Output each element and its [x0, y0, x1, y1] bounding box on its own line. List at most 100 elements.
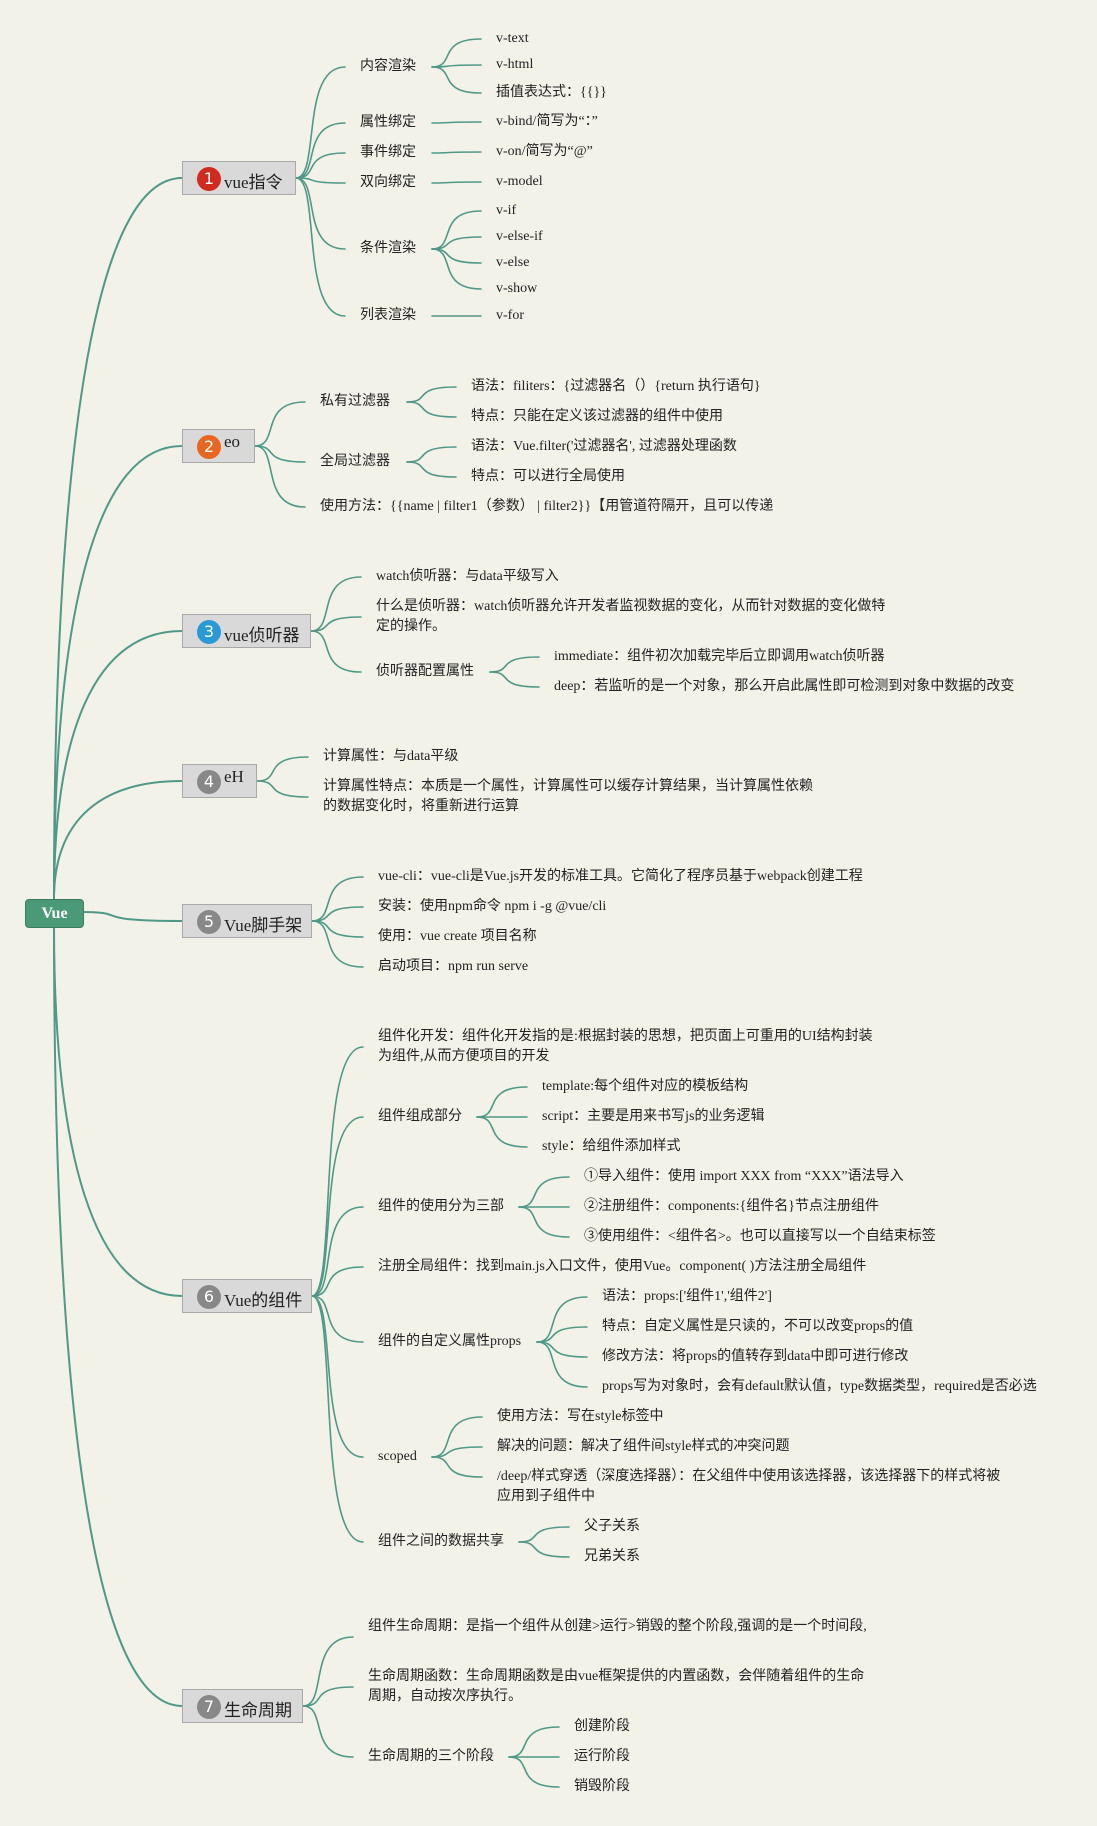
leaf-v-for[interactable]: v-for — [496, 308, 524, 323]
topic-conditional-rendering[interactable]: 条件渲染 — [360, 241, 416, 256]
leaf-v-show[interactable]: v-show — [496, 281, 538, 296]
topic-component-dev[interactable]: 组件化开发：组件化开发指的是:根据封装的思想，把页面上可重用的UI结构封装为组件… — [378, 1029, 873, 1064]
leaf-props-modify[interactable]: 修改方法：将props的值转存到data中即可进行修改 — [602, 1349, 909, 1364]
topic-serve[interactable]: 启动项目：npm run serve — [378, 959, 529, 974]
topic-global-component[interactable]: 注册全局组件：找到main.js入口文件，使用Vue。component( )方… — [378, 1259, 867, 1274]
topic-two-way-binding[interactable]: 双向绑定 — [360, 175, 416, 190]
branch-node-vue-directives[interactable]: 1 vue指令 — [182, 161, 296, 195]
leaf-v-on[interactable]: v-on/简写为“@” — [496, 144, 593, 159]
leaf-destroy-stage[interactable]: 销毁阶段 — [574, 1779, 630, 1794]
number-badge-5: 5 — [197, 910, 221, 934]
leaf-deep[interactable]: deep：若监听的是一个对象，那么开启此属性即可检测到对象中数据的改变 — [554, 679, 1015, 694]
edge-b7-1 — [302, 1686, 354, 1707]
edge-b1-3 — [295, 177, 346, 184]
leaf-v-model[interactable]: v-model — [496, 174, 543, 189]
branch-node-lifecycle[interactable]: 7 生命周期 — [182, 1689, 303, 1723]
leaf-script[interactable]: script：主要是用来书写js的业务逻辑 — [542, 1109, 765, 1124]
edge-b6-share-0 — [518, 1526, 570, 1543]
topic-event-binding[interactable]: 事件绑定 — [360, 145, 416, 160]
edge-b2-global-1 — [406, 461, 457, 478]
topic-computed[interactable]: 计算属性：与data平级 — [323, 749, 459, 764]
leaf-v-else-if[interactable]: v-else-if — [496, 229, 543, 244]
edge-b2-private-1 — [406, 401, 457, 418]
number-badge-2: 2 — [197, 435, 221, 459]
number-badge-3: 3 — [197, 620, 221, 644]
edge-b6-4 — [311, 1295, 364, 1343]
leaf-template[interactable]: template:每个组件对应的模板结构 — [542, 1079, 749, 1094]
edge-b3-0 — [310, 576, 362, 632]
edge-b1-cond-3 — [431, 248, 482, 290]
edge-b6-5 — [311, 1295, 364, 1458]
leaf-run-stage[interactable]: 运行阶段 — [574, 1749, 630, 1764]
edge-root-branch-3 — [53, 630, 183, 900]
leaf-global-filter-syntax[interactable]: 语法：Vue.filter('过滤器名', 过滤器处理函数 — [471, 439, 737, 454]
branch-node-components[interactable]: 6 Vue的组件 — [182, 1279, 312, 1313]
edge-b7-stages-0 — [508, 1726, 560, 1758]
topic-filter-usage[interactable]: 使用方法：{{name | filter1（参数） | filter2}}【用管… — [320, 499, 774, 514]
edge-b5-0 — [311, 876, 364, 922]
topic-watcher-config[interactable]: 侦听器配置属性 — [376, 664, 474, 679]
leaf-create-stage[interactable]: 创建阶段 — [574, 1719, 630, 1734]
branch-node-watchers[interactable]: 3 vue侦听器 — [182, 614, 311, 648]
topic-data-sharing[interactable]: 组件之间的数据共享 — [378, 1534, 504, 1549]
topic-list-rendering[interactable]: 列表渲染 — [360, 308, 416, 323]
topic-scoped[interactable]: scoped — [378, 1449, 417, 1464]
topic-lifecycle-definition[interactable]: 组件生命周期：是指一个组件从创建>运行>销毁的整个阶段,强调的是一个时间段, — [368, 1619, 867, 1634]
branch-label: 生命周期 — [224, 1701, 292, 1720]
leaf-immediate[interactable]: immediate：组件初次加载完毕后立即调用watch侦听器 — [554, 649, 885, 664]
leaf-import-component[interactable]: ①导入组件：使用 import XXX from “XXX”语法导入 — [584, 1169, 904, 1184]
leaf-scoped-problem[interactable]: 解决的问题：解决了组件间style样式的冲突问题 — [497, 1439, 790, 1454]
leaf-v-bind[interactable]: v-bind/简写为“：” — [496, 114, 598, 129]
edge-b6-1 — [311, 1116, 364, 1297]
topic-component-parts[interactable]: 组件组成部分 — [378, 1109, 462, 1124]
branch-label: Vue的组件 — [224, 1291, 303, 1310]
leaf-v-else[interactable]: v-else — [496, 255, 530, 270]
edge-b1-content-2 — [431, 66, 482, 94]
edge-b6-3 — [311, 1266, 364, 1297]
leaf-v-if[interactable]: v-if — [496, 203, 517, 218]
topic-vue-cli[interactable]: vue-cli：vue-cli是Vue.js开发的标准工具。它简化了程序员基于w… — [378, 869, 863, 884]
root-node-vue[interactable]: Vue — [25, 899, 84, 928]
topic-lifecycle-stages[interactable]: 生命周期的三个阶段 — [368, 1749, 494, 1764]
topic-what-is-watcher[interactable]: 什么是侦听器：watch侦听器允许开发者监视数据的变化，从而针对数据的变化做特定… — [376, 599, 886, 634]
topic-props[interactable]: 组件的自定义属性props — [378, 1334, 522, 1349]
number-badge-4: 4 — [197, 770, 221, 794]
topic-private-filter[interactable]: 私有过滤器 — [320, 394, 390, 409]
edge-b6-props-1 — [536, 1326, 588, 1343]
topic-component-usage[interactable]: 组件的使用分为三部 — [378, 1199, 504, 1214]
leaf-sibling[interactable]: 兄弟关系 — [584, 1549, 640, 1564]
edge-b6-share-1 — [518, 1541, 570, 1558]
topic-attribute-binding[interactable]: 属性绑定 — [360, 115, 416, 130]
leaf-props-feature[interactable]: 特点：自定义属性是只读的，不可以改变props的值 — [602, 1319, 914, 1334]
leaf-style[interactable]: style：给组件添加样式 — [542, 1139, 681, 1154]
leaf-parent-child[interactable]: 父子关系 — [584, 1519, 640, 1534]
leaf-props-syntax[interactable]: 语法：props:['组件1','组件2'] — [602, 1289, 772, 1304]
branch-node-vue-cli[interactable]: 5 Vue脚手架 — [182, 904, 312, 938]
branch-node-computed[interactable]: 4 eH — [182, 764, 257, 798]
edge-b1-cond-0 — [431, 210, 482, 250]
topic-global-filter[interactable]: 全局过滤器 — [320, 454, 390, 469]
leaf-deep-selector[interactable]: /deep/样式穿透（深度选择器）：在父组件中使用该选择器，该选择器下的样式将被… — [497, 1469, 1001, 1504]
leaf-scoped-usage[interactable]: 使用方法：写在style标签中 — [497, 1409, 664, 1424]
leaf-private-filter-feature[interactable]: 特点：只能在定义该过滤器的组件中使用 — [471, 409, 723, 424]
leaf-private-filter-syntax[interactable]: 语法：filiters：{过滤器名（）{return 执行语句} — [471, 379, 761, 394]
topic-create[interactable]: 使用：vue create 项目名称 — [378, 929, 537, 944]
branch-label: vue侦听器 — [224, 626, 300, 645]
leaf-global-filter-feature[interactable]: 特点：可以进行全局使用 — [471, 469, 625, 484]
topic-computed-features[interactable]: 计算属性特点：本质是一个属性，计算属性可以缓存计算结果，当计算属性依赖的数据变化… — [323, 779, 813, 814]
edge-b6-0 — [311, 1046, 364, 1297]
topic-content-rendering[interactable]: 内容渲染 — [360, 59, 416, 74]
leaf-register-component[interactable]: ②注册组件：components:{组件名}节点注册组件 — [584, 1199, 879, 1214]
leaf-interpolation[interactable]: 插值表达式：{{}} — [496, 85, 607, 100]
leaf-v-text[interactable]: v-text — [496, 31, 529, 46]
leaf-use-component[interactable]: ③使用组件：<组件名>。也可以直接写以一个自结束标签 — [584, 1229, 936, 1244]
topic-watch[interactable]: watch侦听器：与data平级写入 — [376, 569, 559, 584]
branch-node-filters[interactable]: 2 eo — [182, 429, 255, 463]
leaf-props-object[interactable]: props写为对象时，会有default默认值，type数据类型，require… — [602, 1379, 1037, 1394]
edge-b4-1 — [256, 780, 309, 798]
topic-install[interactable]: 安装：使用npm命令 npm i -g @vue/cli — [378, 899, 607, 914]
edge-b7-2 — [302, 1705, 354, 1758]
topic-lifecycle-functions[interactable]: 生命周期函数：生命周期函数是由vue框架提供的内置函数，会伴随着组件的生命周期，… — [368, 1669, 865, 1704]
leaf-v-html[interactable]: v-html — [496, 57, 534, 72]
edge-b6-usage-2 — [518, 1206, 570, 1238]
